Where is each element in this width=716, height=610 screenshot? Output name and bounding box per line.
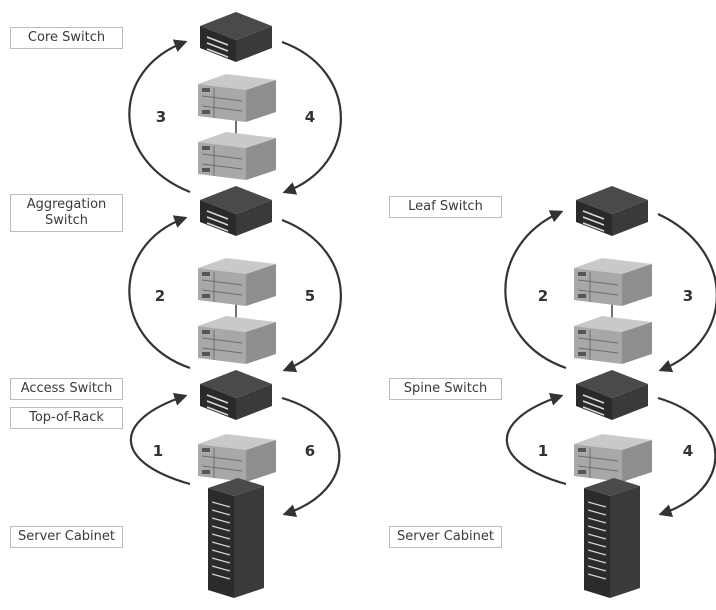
left-step-4: 4	[304, 108, 316, 126]
right-step-3: 3	[682, 287, 694, 305]
server-cabinet-icon	[583, 477, 641, 599]
right-step-1: 1	[537, 442, 549, 460]
server-chassis-icon	[197, 257, 277, 307]
aggregation-switch-label: Aggregation Switch	[10, 194, 123, 232]
arrow-2	[128, 215, 191, 370]
spine-switch-label: Spine Switch	[389, 378, 502, 400]
core-switch-label: Core Switch	[10, 27, 123, 49]
left-step-1: 1	[152, 442, 164, 460]
right-step-2: 2	[537, 287, 549, 305]
spine-switch-icon	[575, 369, 649, 421]
arrow-4	[281, 40, 342, 195]
server-chassis-icon	[573, 257, 653, 307]
server-chassis-icon	[197, 73, 277, 123]
arrow-6	[281, 396, 341, 517]
left-step-3: 3	[155, 108, 167, 126]
left-step-6: 6	[304, 442, 316, 460]
server-chassis-icon	[573, 433, 653, 483]
leaf-switch-label: Leaf Switch	[389, 196, 502, 218]
arrow-3	[657, 213, 716, 373]
leaf-switch-icon	[575, 185, 649, 237]
server-chassis-icon	[197, 433, 277, 483]
server-cabinet-label-left: Server Cabinet	[10, 526, 123, 548]
left-step-2: 2	[154, 287, 166, 305]
arrow-1	[129, 393, 191, 486]
server-cabinet-label-right: Server Cabinet	[389, 526, 502, 548]
arrow-5	[281, 218, 342, 373]
right-step-4: 4	[682, 442, 694, 460]
access-switch-icon	[199, 369, 273, 421]
top-of-rack-label: Top-of-Rack	[10, 407, 123, 429]
access-switch-label: Access Switch	[10, 378, 123, 400]
server-chassis-icon	[573, 315, 653, 365]
server-chassis-icon	[197, 131, 277, 181]
aggregation-switch-icon	[199, 185, 273, 237]
arrow-1	[505, 393, 567, 486]
arrow-2	[504, 210, 567, 370]
server-cabinet-icon	[207, 477, 265, 599]
left-step-5: 5	[304, 287, 316, 305]
arrow-4	[657, 396, 716, 517]
arrow-3	[128, 39, 191, 194]
core-switch-icon	[199, 11, 273, 63]
server-chassis-icon	[197, 315, 277, 365]
